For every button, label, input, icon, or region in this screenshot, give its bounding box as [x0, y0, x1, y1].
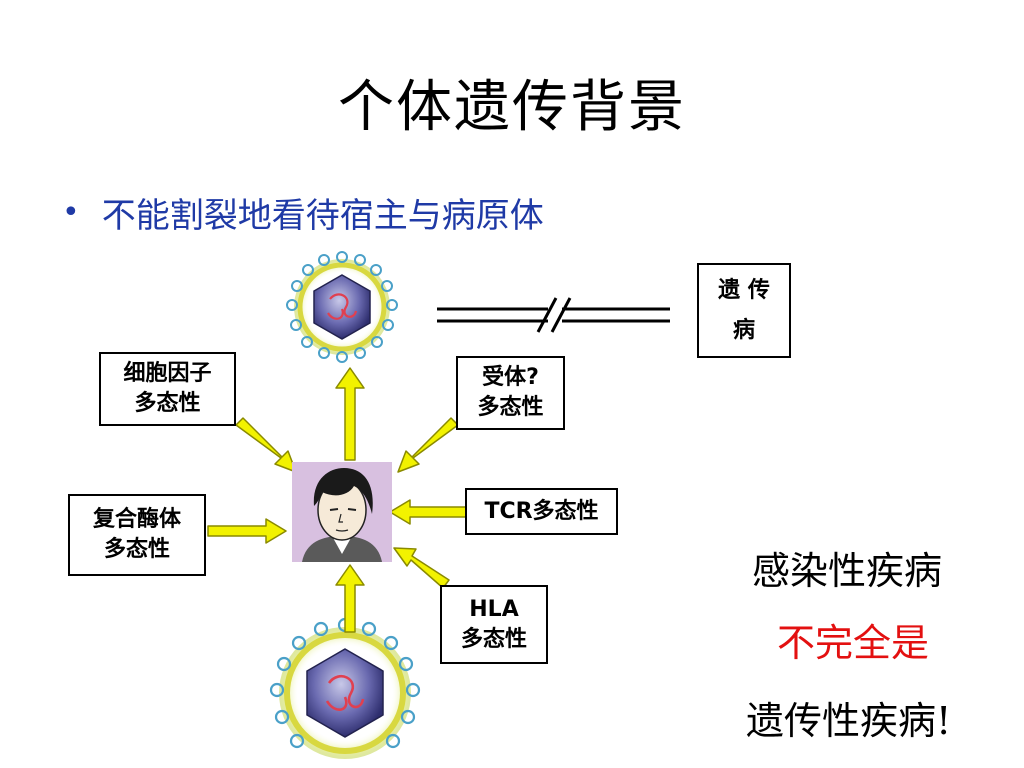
arrow-from-receptor	[397, 417, 459, 473]
box-line: 多态性	[460, 626, 527, 652]
virus-top-icon	[286, 251, 398, 363]
box-line: 多态性	[103, 537, 170, 562]
conclusion-line-2: 不完全是	[777, 621, 930, 665]
box-line: 受体?	[482, 365, 539, 390]
virus-bottom-icon	[269, 617, 421, 759]
genetic-disease-box: 遗 传 病	[697, 263, 791, 358]
box-line: 多态性	[477, 395, 544, 420]
cytokine-polymorphism-box: 细胞因子 多态性	[99, 352, 236, 426]
bullet-item: • 不能割裂地看待宿主与病原体	[62, 188, 544, 237]
box-line: 细胞因子	[123, 361, 212, 386]
conclusion-line-3: 遗传性疾病!	[746, 699, 952, 743]
complex-enzyme-polymorphism-box: 复合酶体 多态性	[68, 494, 206, 576]
conclusion-line-1: 感染性疾病	[752, 549, 943, 593]
box-line: 遗 传	[718, 277, 770, 303]
box-line: 多态性	[134, 391, 201, 416]
tcr-polymorphism-box: TCR多态性	[465, 488, 618, 535]
bullet-text: 不能割裂地看待宿主与病原体	[101, 196, 544, 236]
host-person-icon	[292, 462, 392, 562]
box-line: HLA	[469, 596, 519, 622]
arrow-up-from-virus	[335, 564, 365, 633]
box-line: 复合酶体	[92, 507, 181, 532]
page-title: 个体遗传背景	[338, 75, 686, 140]
box-line: TCR多态性	[484, 498, 599, 524]
broken-link-symbol	[437, 297, 670, 333]
arrow-up-to-virus	[335, 367, 365, 461]
arrow-from-tcr	[389, 499, 467, 525]
box-line: 病	[732, 317, 755, 343]
arrow-from-complex-enzyme	[207, 518, 287, 544]
arrow-from-cytokine	[235, 417, 297, 473]
receptor-polymorphism-box: 受体? 多态性	[456, 356, 565, 430]
arrow-from-hla	[393, 547, 450, 589]
hla-polymorphism-box: HLA 多态性	[440, 585, 548, 664]
bullet-dot-icon: •	[62, 195, 80, 230]
